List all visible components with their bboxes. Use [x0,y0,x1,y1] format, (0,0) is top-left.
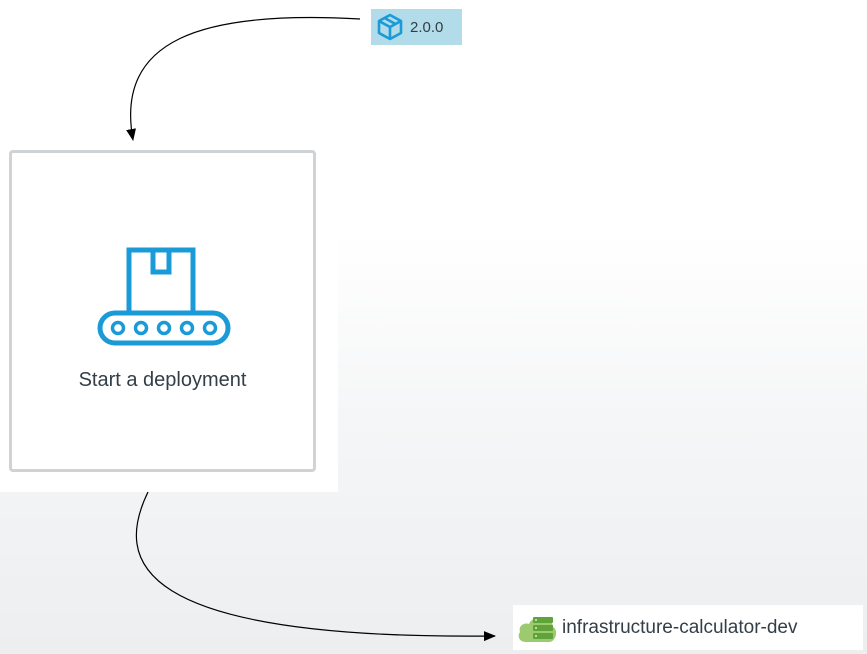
start-deployment-card[interactable]: Start a deployment [9,150,316,472]
package-icon [374,11,406,43]
environment-chip[interactable]: infrastructure-calculator-dev [513,605,863,650]
environment-name-label: infrastructure-calculator-dev [562,616,798,638]
release-version-label: 2.0.0 [410,18,444,36]
cloud-server-icon [515,608,559,648]
connector-deployment-to-environment [135,491,496,642]
release-version-chip[interactable]: 2.0.0 [371,9,462,45]
conveyor-belt-box-icon [94,245,234,349]
start-deployment-label: Start a deployment [78,369,247,391]
connector-release-to-deployment [126,16,361,141]
